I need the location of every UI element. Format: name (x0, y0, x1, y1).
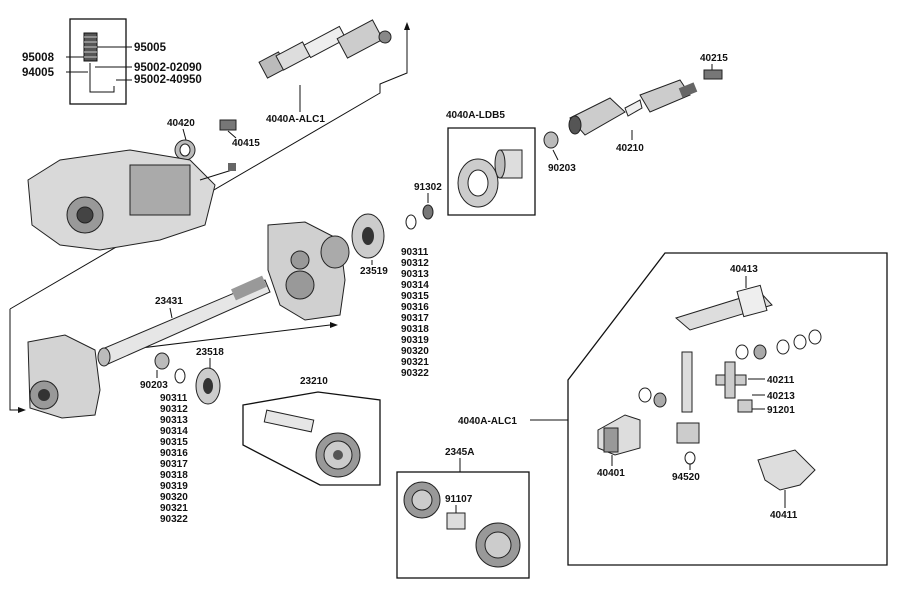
label-91107: 91107 (445, 494, 473, 505)
shim-left-10: 90321 (160, 503, 188, 514)
shim-right-6: 90317 (401, 313, 429, 324)
label-40420: 40420 (167, 118, 195, 129)
part-23210: 23210 (242, 376, 381, 486)
shim-left-3: 90314 (160, 426, 188, 437)
part-40210: 40210 (568, 79, 698, 154)
part-90203-left: 90203 (140, 352, 186, 391)
shim-right-1: 90312 (401, 258, 429, 269)
part-40215: 40215 (700, 53, 728, 80)
label-23431: 23431 (155, 296, 183, 307)
label-95002-02090: 95002-02090 (134, 62, 202, 74)
label-40415: 40415 (232, 138, 260, 149)
shim-left-0: 90311 (160, 393, 188, 404)
allen-wrench (89, 63, 115, 93)
ujoint-panel-frame (567, 252, 888, 566)
label-40211: 40211 (767, 375, 795, 386)
shim-right-10: 90321 (401, 357, 429, 368)
shim-right-8: 90319 (401, 335, 429, 346)
part-23518: 23518 (195, 347, 224, 405)
label-91201: 91201 (767, 405, 795, 416)
label-91302: 91302 (414, 182, 442, 193)
shim-left-2: 90313 (160, 415, 188, 426)
hardware-box-frame (69, 18, 127, 105)
part-91302: 91302 (405, 182, 442, 230)
shim-right-9: 90320 (401, 346, 429, 357)
center-housing (267, 221, 350, 321)
shim-list-left: 90311 90312 90313 90314 90315 90316 9031… (160, 393, 188, 525)
label-23210: 23210 (300, 376, 328, 387)
shim-right-3: 90314 (401, 280, 429, 291)
label-95008: 95008 (22, 52, 55, 64)
shim-right-11: 90322 (401, 368, 429, 379)
label-40413: 40413 (730, 264, 758, 275)
part-23519: 23519 (351, 213, 388, 277)
part-2345a: 2345A 91107 (396, 447, 530, 579)
shim-left-1: 90312 (160, 404, 188, 415)
shim-left-8: 90319 (160, 481, 188, 492)
label-2345a: 2345A (445, 447, 474, 458)
shim-left-11: 90322 (160, 514, 188, 525)
label-95002-40950: 95002-40950 (134, 74, 202, 86)
label-90203-right: 90203 (548, 163, 576, 174)
label-40210: 40210 (616, 143, 644, 154)
shim-right-4: 90315 (401, 291, 429, 302)
label-40213: 40213 (767, 391, 795, 402)
shaft-23431: 23431 (97, 275, 271, 367)
ujoint-panel: 4040A-ALC1 40413 40211 40213 91201 40401 (458, 252, 888, 566)
hardware-box: 95008 94005 95005 95002-02090 95002-4095… (22, 18, 202, 105)
shim-left-9: 90320 (160, 492, 188, 503)
label-23519: 23519 (360, 266, 388, 277)
shim-right-5: 90316 (401, 302, 429, 313)
shim-right-7: 90318 (401, 324, 429, 335)
shim-left-5: 90316 (160, 448, 188, 459)
driveshaft-top: 4040A-ALC1 (258, 19, 392, 125)
label-40411: 40411 (770, 510, 798, 521)
shim-left-7: 90318 (160, 470, 188, 481)
label-94005: 94005 (22, 67, 55, 79)
shim-left-4: 90315 (160, 437, 188, 448)
part-40420-group: 40420 40415 (167, 118, 260, 161)
shim-list-right: 90311 90312 90313 90314 90315 90316 9031… (401, 247, 429, 379)
label-4040a-alc1-top: 4040A-ALC1 (266, 114, 325, 125)
shim-right-0: 90311 (401, 247, 429, 258)
label-4040a-ldb5: 4040A-LDB5 (446, 110, 505, 121)
lower-left-assembly (27, 334, 101, 419)
transfer-case (27, 149, 236, 251)
label-94520: 94520 (672, 472, 700, 483)
label-40401: 40401 (597, 468, 625, 479)
label-4040a-alc1-kit: 4040A-ALC1 (458, 416, 517, 427)
shim-left-6: 90317 (160, 459, 188, 470)
label-90203-left: 90203 (140, 380, 168, 391)
box-2345a (396, 471, 530, 579)
label-23518: 23518 (196, 347, 224, 358)
shim-right-2: 90313 (401, 269, 429, 280)
label-95005: 95005 (134, 42, 167, 54)
part-90203-right: 90203 (543, 131, 576, 174)
part-4040a-ldb5: 4040A-LDB5 (446, 110, 536, 216)
label-40215: 40215 (700, 53, 728, 64)
